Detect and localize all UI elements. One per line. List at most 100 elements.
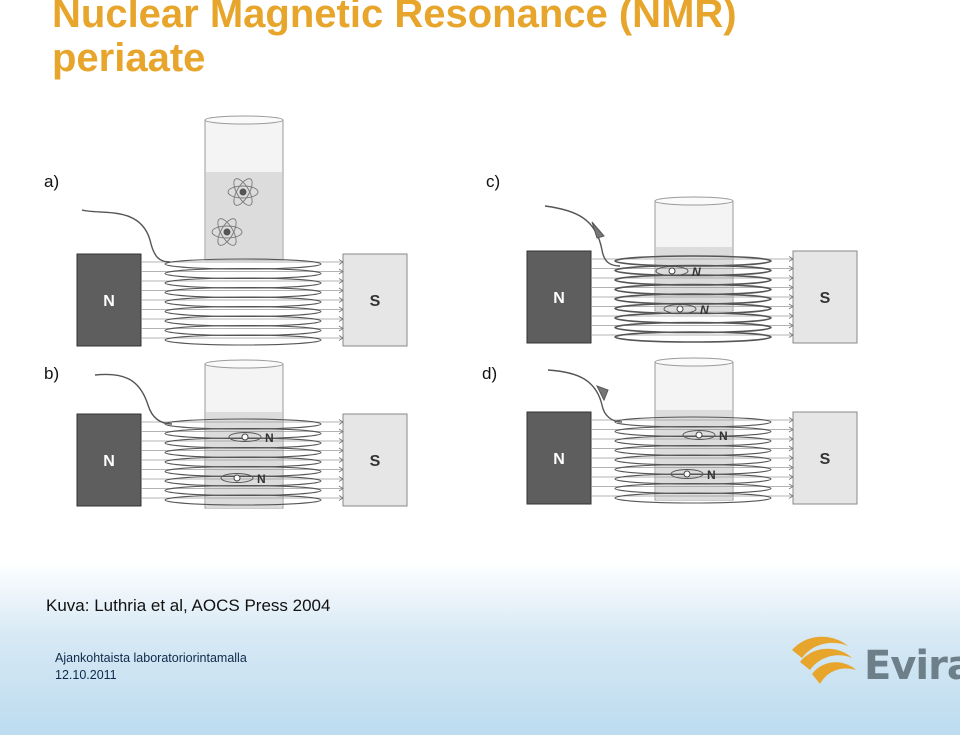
sample-liquid-c — [656, 247, 732, 311]
lead-wire-a — [81, 209, 171, 263]
coil-turn-b — [164, 494, 322, 506]
spin-orbit-d — [670, 469, 704, 479]
coil-turn-c — [614, 312, 772, 324]
spin-label-b: N — [265, 431, 274, 445]
spin-label-c: N — [700, 303, 709, 317]
sample-tube-rim-b — [204, 359, 284, 369]
coil-turn-a — [164, 324, 322, 337]
field-arrow-d — [788, 455, 794, 461]
field-arrow-a — [338, 268, 344, 275]
logo-swoosh-1 — [792, 636, 848, 658]
field-arrow-a — [338, 278, 344, 284]
panel-label-a: a) — [44, 172, 60, 191]
field-arrow-c — [788, 303, 794, 310]
field-arrow-d — [788, 483, 794, 490]
magnet-north-label-b: N — [103, 453, 115, 470]
logo-swoosh-3 — [812, 662, 856, 684]
magnet-south-label-c: S — [820, 290, 831, 307]
electron-orbit-a — [217, 218, 237, 246]
spin-orbit-d — [682, 430, 716, 440]
field-arrow-b — [338, 485, 344, 492]
coil-turn-a — [164, 296, 322, 308]
spin-label-d: N — [719, 429, 728, 443]
field-arrow-b — [338, 428, 344, 435]
field-arrow-b — [338, 457, 344, 463]
field-arrow-c — [788, 332, 794, 338]
slide-title-line1: Nuclear Magnetic Resonance (NMR) — [52, 0, 737, 36]
spin-nucleus-b — [241, 433, 249, 441]
field-arrow-c — [788, 265, 794, 272]
panel-label-b: b) — [44, 364, 60, 383]
logo-swoosh-2 — [800, 648, 852, 670]
slide-title: Nuclear Magnetic Resonance (NMR) periaat… — [52, 0, 737, 80]
spin-orbit-b — [228, 432, 262, 442]
spin-nucleus-c — [676, 305, 684, 313]
sample-tube-rim-a — [204, 115, 284, 125]
spin-nucleus-b — [233, 474, 241, 482]
lead-wire-d — [547, 369, 623, 423]
field-arrow-b — [338, 466, 344, 473]
footer-date: 12.10.2011 — [55, 668, 117, 682]
field-arrow-b — [338, 476, 344, 482]
field-arrow-c — [788, 284, 794, 291]
magnet-south-c — [792, 250, 858, 344]
sample-tube-rim-d — [654, 357, 734, 367]
spin-nucleus-d — [695, 431, 703, 439]
footer-event-name: Ajankohtaista laboratoriorintamalla — [55, 651, 247, 665]
field-arrow-d — [788, 417, 794, 423]
field-arrow-d — [788, 445, 794, 452]
coil-turn-a — [164, 334, 322, 346]
electron-orbit-a — [227, 185, 259, 199]
signal-arrow-c — [591, 221, 605, 239]
spin-label-d: N — [707, 468, 716, 482]
field-arrow-a — [338, 316, 344, 322]
evira-logo-mark — [792, 636, 856, 684]
magnet-south-label-a: S — [370, 293, 381, 310]
magnet-south-d — [792, 411, 858, 505]
coil-turn-c — [614, 331, 772, 343]
magnet-north-c — [526, 250, 592, 344]
field-arrow-c — [788, 294, 794, 300]
coil-turn-a — [164, 305, 322, 318]
field-arrow-d — [788, 474, 794, 480]
lead-wire-c — [544, 205, 621, 267]
coil-turn-a — [164, 315, 322, 327]
panel-c: N S N N — [526, 196, 858, 344]
coil-turn-a — [164, 267, 322, 280]
electron-orbit-a — [233, 178, 253, 206]
spin-orbit-b — [220, 473, 254, 483]
electron-orbit-a — [233, 178, 253, 206]
field-arrow-c — [788, 256, 794, 262]
slide-title-line2: periaate — [52, 36, 206, 80]
evira-logo-text: Evira — [864, 643, 960, 689]
coil-turn-c — [614, 321, 772, 334]
magnet-north-a — [76, 253, 142, 347]
spin-orbit-c — [663, 304, 697, 314]
spin-orbit-c — [655, 266, 689, 276]
field-arrow-d — [788, 493, 794, 499]
magnet-north-label-d: N — [553, 451, 565, 468]
spin-label-c: N — [692, 265, 701, 279]
magnet-north-label-a: N — [103, 293, 115, 310]
field-arrow-a — [338, 297, 344, 303]
coil-turn-a — [164, 277, 322, 289]
panel-b: N S N N — [76, 359, 408, 509]
signal-arrow-d — [595, 385, 609, 402]
magnet-south-label-b: S — [370, 453, 381, 470]
coil-turn-a — [164, 286, 322, 299]
magnet-north-d — [526, 411, 592, 505]
field-arrow-b — [338, 438, 344, 444]
coil-turn-d — [614, 492, 772, 504]
figure-caption: Kuva: Luthria et al, AOCS Press 2004 — [46, 596, 331, 615]
field-arrow-a — [338, 335, 344, 341]
nucleus-a — [223, 228, 231, 236]
nucleus-a — [239, 188, 247, 196]
field-arrow-c — [788, 275, 794, 281]
spin-nucleus-d — [683, 470, 691, 478]
field-arrow-b — [338, 419, 344, 425]
spin-label-b: N — [257, 472, 266, 486]
magnet-north-label-c: N — [553, 290, 565, 307]
